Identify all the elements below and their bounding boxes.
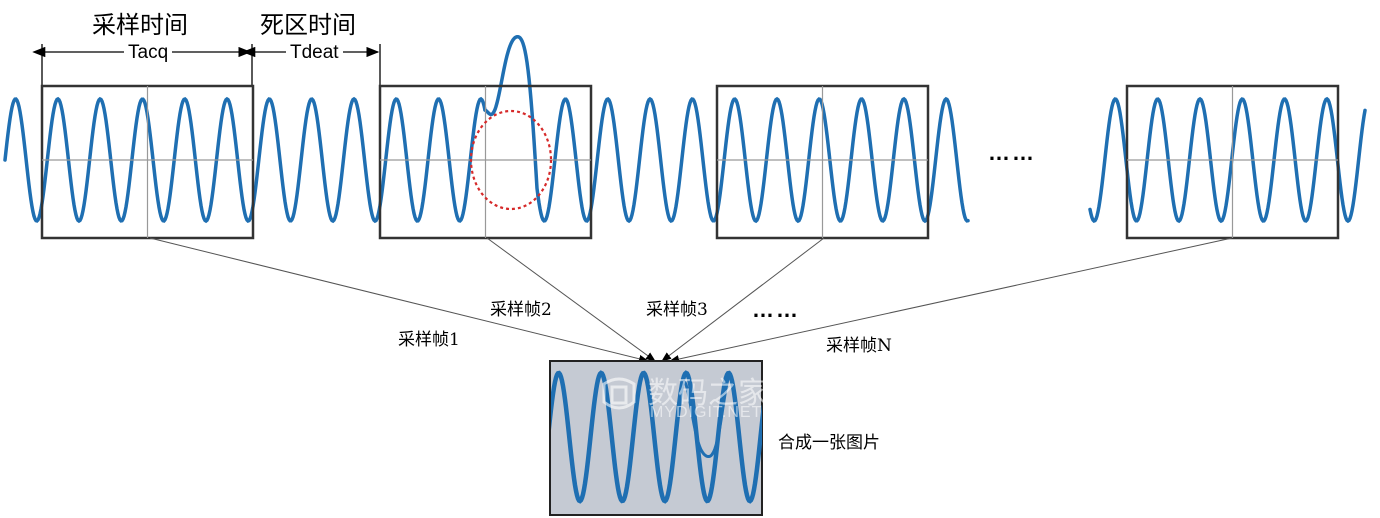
composite-wave	[551, 370, 762, 503]
composite-image	[549, 360, 763, 516]
result-label: 合成一张图片	[778, 433, 880, 453]
watermark-cn: 数码之家	[648, 377, 768, 410]
wave-segment	[1088, 96, 1367, 224]
tacq-label: Tacq	[124, 42, 173, 64]
sampling-frames	[40, 84, 1340, 240]
anomaly-circle	[469, 109, 553, 211]
sampling-time-label: 采样时间	[92, 11, 188, 39]
watermark-logo	[596, 372, 642, 423]
frame-n-label: 采样帧N	[826, 336, 892, 356]
tdeat-label: Tdeat	[286, 42, 343, 64]
frames-ellipsis: ……	[752, 297, 800, 322]
wave-segment	[536, 96, 970, 224]
watermark-en: MYDIGIT.NET	[650, 404, 763, 421]
dead-time-label: 死区时间	[260, 11, 356, 39]
wave-segment	[3, 96, 487, 224]
converging-lines	[149, 237, 1233, 363]
signal-waveform	[3, 34, 1367, 224]
waveform-ellipsis: ……	[988, 140, 1036, 165]
frame-2-label: 采样帧2	[490, 300, 552, 320]
watermark-logo-icon	[602, 377, 636, 410]
frame-3-label: 采样帧3	[646, 300, 708, 320]
wave-segment	[483, 34, 540, 198]
frame-1-label: 采样帧1	[398, 330, 460, 350]
